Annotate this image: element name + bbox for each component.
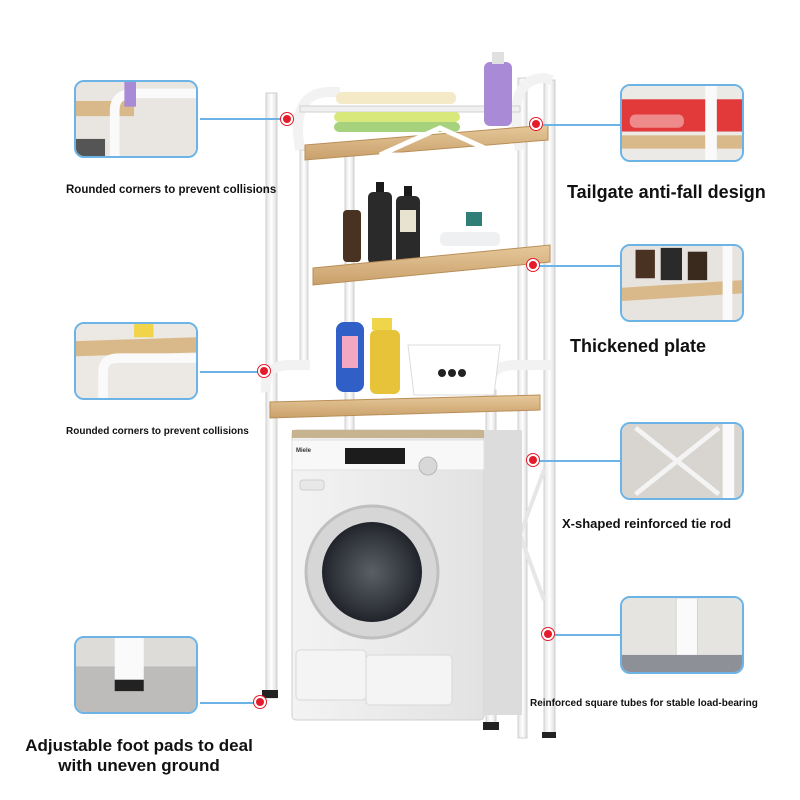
label-tailgate: Tailgate anti-fall design [567,182,766,202]
bottle-black-1 [368,192,392,264]
foot-pad-left [262,690,278,698]
label-rounded-corners-mid: Rounded corners to prevent collisions [66,426,249,437]
marker-dot-thickened [527,259,539,271]
spray-bottle [370,330,400,394]
detail-image-tie-rod [620,422,744,500]
shelf-top [304,124,549,161]
label-tie-rod: X-shaped reinforced tie rod [562,516,732,531]
connector-line-tubes [552,634,622,636]
foot-pad-right [483,722,499,730]
marker-dot-tie-rod [527,454,539,466]
detail-image-rounded-corner-top [74,80,198,158]
washing-machine [291,429,522,721]
detail-image-square-tubes [620,596,744,674]
label-foot-pads: Adjustable foot pads to deal with uneven… [25,736,253,775]
marker-dot-tubes [542,628,554,640]
marker-dot-rounded-mid [258,365,270,377]
marker-dot-rounded-top [281,113,293,125]
connector-line-foot [200,702,260,704]
washer-brand: Miele [296,448,312,454]
label-rounded-corners-top: Rounded corners to prevent collisions [66,184,277,196]
bottle-purple [484,62,512,126]
label-square-tubes: Reinforced square tubes for stable load-… [530,698,758,709]
marker-dot-tailgate [530,118,542,130]
bottle-brown-1 [343,210,361,262]
detail-image-foot-pad [74,636,198,714]
detail-image-rounded-corner-mid [74,322,198,400]
marker-dot-foot [254,696,266,708]
detail-image-thickened-plate [620,244,744,322]
connector-line-tailgate [540,124,622,126]
detail-image-tailgate [620,84,744,162]
shelf-middle [312,244,551,286]
towel-stack [336,92,456,104]
label-thickened-plate: Thickened plate [570,336,707,356]
connector-line-rounded-top [200,118,286,120]
shelf-lower [269,394,541,419]
connector-line-rounded-mid [200,371,264,373]
connector-line-tie-rod [540,460,622,462]
connector-line-thickened [540,265,622,267]
